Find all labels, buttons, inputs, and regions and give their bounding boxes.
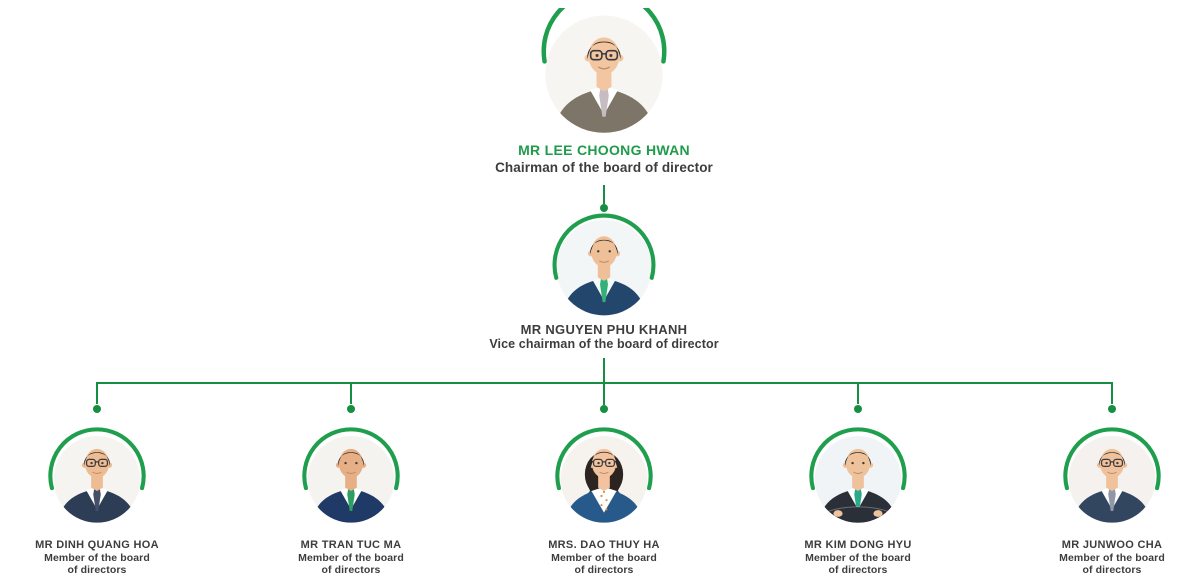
avatar-vice-chairman	[551, 212, 657, 318]
person-title: Member of the board of directors	[44, 551, 150, 576]
person-name: MR LEE CHOONG HWAN	[518, 142, 690, 158]
person-name: MR JUNWOO CHA	[1061, 539, 1163, 551]
person-card-vice-chairman: MR NGUYEN PHU KHANH Vice chairman of the…	[404, 212, 804, 352]
avatar-member	[301, 426, 401, 526]
connector-vertical	[1111, 382, 1113, 404]
avatar-member	[808, 426, 908, 526]
person-card-member: MR TRAN TUC MA Member of the board of di…	[241, 426, 461, 576]
connector-vertical	[857, 382, 859, 404]
avatar-chairman	[540, 8, 668, 136]
connector-stub-line	[603, 185, 605, 204]
connector-vertical	[350, 382, 352, 404]
person-card-member: MRS. DAO THUY HA Member of the board of …	[494, 426, 714, 576]
connector-vertical	[96, 382, 98, 404]
avatar-member	[1062, 426, 1162, 526]
person-title: Vice chairman of the board of director	[489, 337, 719, 351]
person-name: MR NGUYEN PHU KHANH	[520, 322, 688, 337]
person-card-member: MR JUNWOO CHA Member of the board of dir…	[1002, 426, 1200, 576]
person-card-member: MR KIM DONG HYU Member of the board of d…	[748, 426, 968, 576]
connector-vertical-center	[603, 358, 605, 405]
connector-dot	[1108, 405, 1116, 413]
connector-dot	[93, 405, 101, 413]
person-title: Member of the board of directors	[298, 551, 404, 576]
person-title: Member of the board of directors	[551, 551, 657, 576]
avatar-member	[47, 426, 147, 526]
connector-horizontal	[96, 382, 1113, 384]
connector-dot	[600, 405, 608, 413]
avatar-member	[554, 426, 654, 526]
person-title: Member of the board of directors	[1059, 551, 1165, 576]
person-title: Chairman of the board of director	[495, 160, 713, 175]
person-name: MRS. DAO THUY HA	[548, 539, 660, 551]
person-title: Member of the board of directors	[805, 551, 911, 576]
connector-dot	[854, 405, 862, 413]
person-card-member: MR DINH QUANG HOA Member of the board of…	[0, 426, 207, 576]
person-name: MR KIM DONG HYU	[804, 539, 912, 551]
connector-dot	[600, 203, 608, 212]
person-card-chairman: MR LEE CHOONG HWAN Chairman of the board…	[404, 8, 804, 176]
connector-dot	[347, 405, 355, 413]
person-name: MR DINH QUANG HOA	[35, 539, 159, 551]
person-name: MR TRAN TUC MA	[300, 539, 402, 551]
